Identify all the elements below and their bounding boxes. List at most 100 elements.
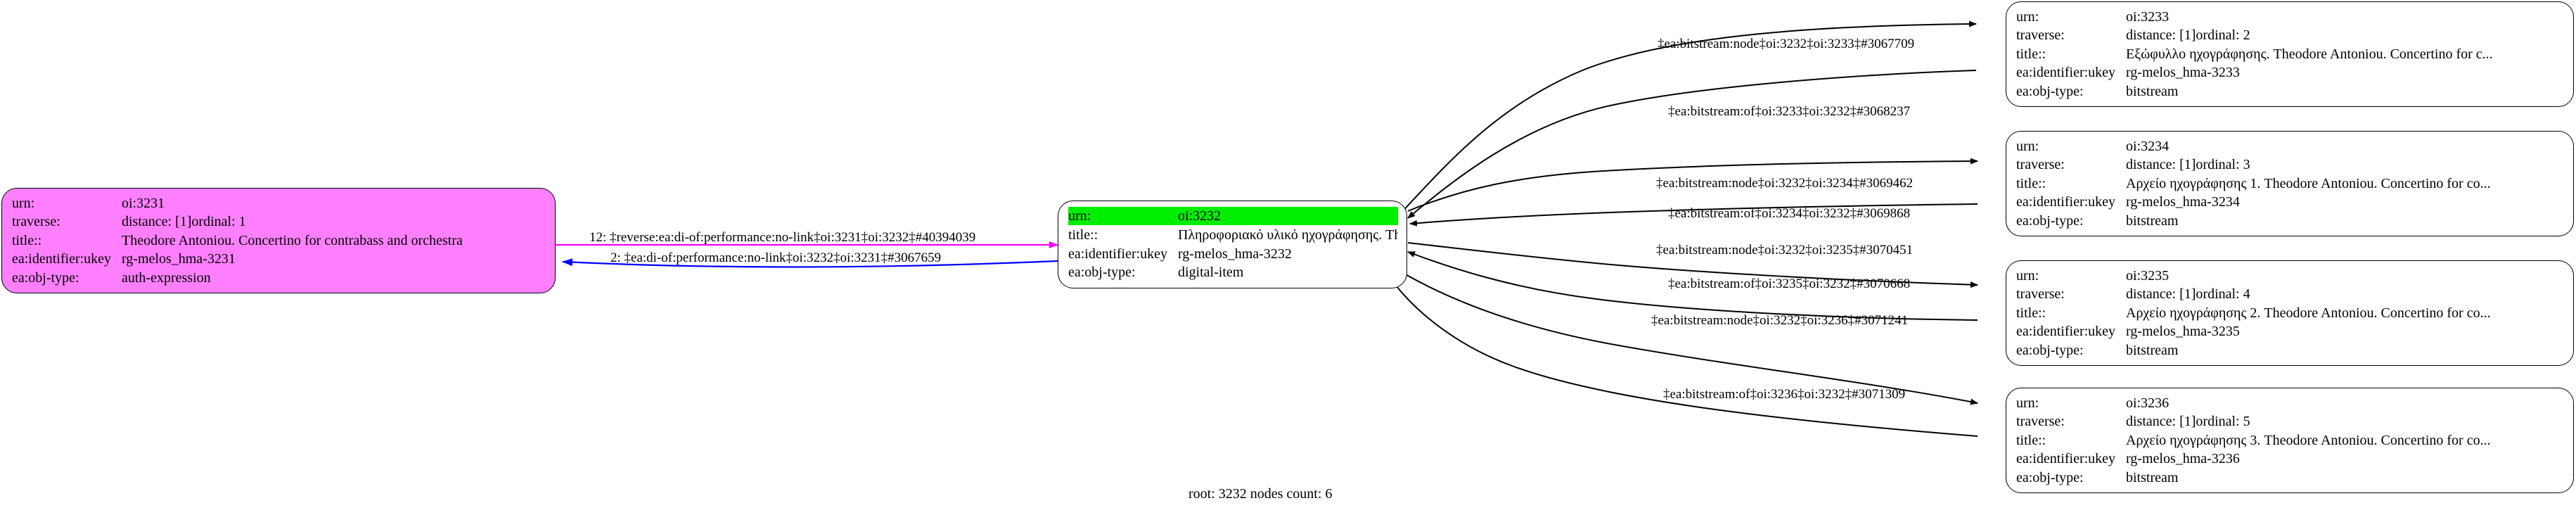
node-row-traverse: traverse: distance: [1]ordinal: 1 [12, 212, 546, 231]
edge-label-3232-3231: 2: ‡ea:di-of:performance:no-link‡oi:3232… [610, 250, 942, 265]
field-label-traverse: traverse: [12, 214, 60, 230]
node-row-identifier: ea:identifier:ukey rg-melos_hma-3235 [2016, 322, 2565, 341]
field-value-urn: oi:3236 [2126, 395, 2170, 411]
field-value-identifier: rg-melos_hma-3233 [2126, 65, 2240, 81]
field-value-title: Αρχείο ηχογράφησης 1. Theodore Antoniou.… [2126, 175, 2491, 191]
node-row-traverse: traverse: distance: [1]ordinal: 4 [2016, 285, 2565, 303]
node-row-urn: urn: oi:3231 [12, 194, 546, 212]
node-row-urn: urn: oi:3236 [2016, 394, 2565, 412]
field-label-objtype: ea:obj-type: [12, 269, 79, 286]
field-label-title: title:: [2016, 46, 2046, 62]
node-row-identifier: ea:identifier:ukey rg-melos_hma-3231 [12, 250, 546, 268]
node-row-objtype: ea:obj-type: digital-item [1068, 263, 1398, 281]
edge-label-3232-3236-node: ‡ea:bitstream:node‡oi:3232‡oi:3236‡#3071… [1651, 313, 1909, 328]
node-row-traverse: traverse: distance: [1]ordinal: 2 [2016, 26, 2565, 44]
traverse-distance: distance: [1] [2126, 157, 2196, 173]
edge-label-3232-3235-node: ‡ea:bitstream:node‡oi:3232‡oi:3235‡#3070… [1656, 243, 1914, 258]
field-label-traverse: traverse: [2016, 414, 2065, 430]
field-value-objtype: auth-expression [122, 269, 211, 286]
traverse-distance: distance: [1] [122, 214, 192, 230]
field-value-identifier: rg-melos_hma-3234 [2126, 194, 2240, 210]
field-value-objtype: digital-item [1178, 265, 1244, 281]
field-label-traverse: traverse: [2016, 157, 2065, 173]
edge-3232-3236-node [1402, 272, 1978, 405]
traverse-distance: distance: [1] [2126, 27, 2196, 44]
field-value-title: Πληροφοριακό υλικό ηχογράφησης. Theodore… [1178, 227, 1398, 243]
node-row-urn: urn: oi:3235 [2016, 267, 2565, 285]
node-row-title: title:: Πληροφοριακό υλικό ηχογράφησης. … [1068, 226, 1398, 244]
edge-label-3233-3232-of: ‡ea:bitstream:of‡oi:3233‡oi:3232‡#306823… [1668, 104, 1911, 119]
node-row-title: title:: Αρχείο ηχογράφησης 1. Theodore A… [2016, 174, 2565, 193]
field-label-identifier: ea:identifier:ukey [1068, 246, 1168, 262]
field-value-title: Εξώφυλλο ηχογράφησης. Theodore Antoniou.… [2126, 46, 2493, 62]
node-row-objtype: ea:obj-type: bitstream [2016, 469, 2565, 487]
node-row-traverse: traverse: distance: [1]ordinal: 3 [2016, 155, 2565, 174]
field-label-identifier: ea:identifier:ukey [2016, 194, 2116, 210]
field-value-traverse: distance: [1]ordinal: 4 [2126, 285, 2565, 303]
field-label-urn: urn: [2016, 395, 2039, 411]
node-row-objtype: ea:obj-type: bitstream [2016, 82, 2565, 101]
node-oi-3236[interactable]: urn: oi:3236 traverse: distance: [1]ordi… [2006, 388, 2574, 493]
edge-label-3234-3232-of: ‡ea:bitstream:of‡oi:3234‡oi:3232‡#306986… [1668, 206, 1911, 221]
node-row-objtype: ea:obj-type: auth-expression [12, 269, 546, 287]
field-value-urn: oi:3235 [2126, 268, 2170, 284]
field-label-objtype: ea:obj-type: [2016, 469, 2084, 485]
edge-label-3235-3232-of: ‡ea:bitstream:of‡oi:3235‡oi:3232‡#307066… [1668, 276, 1911, 291]
field-value-title: Αρχείο ηχογράφησης 3. Theodore Antoniou.… [2126, 432, 2491, 448]
node-row-objtype: ea:obj-type: bitstream [2016, 212, 2565, 230]
node-oi-3231[interactable]: urn: oi:3231 traverse: distance: [1]ordi… [1, 188, 556, 293]
edge-3233-3232-of [1407, 70, 1977, 219]
traverse-distance: distance: [1] [2126, 414, 2196, 430]
field-value-traverse: distance: [1]ordinal: 5 [2126, 412, 2565, 431]
traverse-ordinal: ordinal: 1 [191, 214, 246, 230]
edge-label-3232-3233-node: ‡ea:bitstream:node‡oi:3232‡oi:3233‡#3067… [1658, 37, 1915, 51]
field-value-objtype: bitstream [2126, 212, 2179, 229]
node-oi-3234[interactable]: urn: oi:3234 traverse: distance: [1]ordi… [2006, 131, 2574, 236]
field-label-title: title:: [1068, 227, 1098, 243]
field-label-identifier: ea:identifier:ukey [2016, 324, 2116, 340]
field-value-objtype: bitstream [2126, 469, 2179, 485]
field-label-identifier: ea:identifier:ukey [2016, 65, 2116, 81]
field-label-objtype: ea:obj-type: [2016, 342, 2084, 358]
field-label-traverse: traverse: [2016, 27, 2065, 44]
field-label-urn: urn: [2016, 139, 2039, 154]
field-label-urn: urn: [2016, 9, 2039, 25]
node-oi-3233[interactable]: urn: oi:3233 traverse: distance: [1]ordi… [2006, 1, 2574, 107]
node-oi-3232[interactable]: urn: oi:3232 title:: Πληροφοριακό υλικό … [1058, 201, 1407, 288]
field-value-traverse: distance: [1]ordinal: 2 [2126, 26, 2565, 44]
field-label-objtype: ea:obj-type: [1068, 265, 1136, 281]
field-value-traverse: distance: [1]ordinal: 1 [122, 212, 546, 231]
node-row-identifier: ea:identifier:ukey rg-melos_hma-3232 [1068, 245, 1398, 263]
node-row-identifier: ea:identifier:ukey rg-melos_hma-3236 [2016, 450, 2565, 468]
field-label-objtype: ea:obj-type: [2016, 83, 2084, 99]
field-value-identifier: rg-melos_hma-3236 [2126, 451, 2240, 467]
field-value-objtype: bitstream [2126, 83, 2179, 99]
field-label-urn: urn: [2016, 268, 2039, 284]
field-value-identifier: rg-melos_hma-3232 [1178, 246, 1292, 262]
field-label-objtype: ea:obj-type: [2016, 212, 2084, 229]
field-value-identifier: rg-melos_hma-3231 [122, 251, 236, 267]
field-label-identifier: ea:identifier:ukey [2016, 451, 2116, 467]
node-row-title: title:: Theodore Antoniou. Concertino fo… [12, 231, 546, 250]
field-label-title: title:: [12, 232, 42, 248]
traverse-ordinal: ordinal: 4 [2196, 286, 2250, 303]
field-value-urn: oi:3232 [1178, 207, 1398, 226]
node-row-objtype: ea:obj-type: bitstream [2016, 341, 2565, 360]
node-row-title: title:: Αρχείο ηχογράφησης 2. Theodore A… [2016, 304, 2565, 322]
field-label-title: title:: [2016, 432, 2046, 448]
traverse-ordinal: ordinal: 3 [2196, 157, 2250, 173]
edge-label-3232-3234-node: ‡ea:bitstream:node‡oi:3232‡oi:3234‡#3069… [1656, 176, 1914, 191]
traverse-distance: distance: [1] [2126, 286, 2196, 303]
node-row-urn: urn: oi:3232 [1068, 207, 1398, 226]
node-oi-3235[interactable]: urn: oi:3235 traverse: distance: [1]ordi… [2006, 260, 2574, 366]
field-label-traverse: traverse: [2016, 286, 2065, 303]
field-value-traverse: distance: [1]ordinal: 3 [2126, 155, 2565, 174]
node-row-title: title:: Εξώφυλλο ηχογράφησης. Theodore A… [2016, 45, 2565, 63]
node-row-identifier: ea:identifier:ukey rg-melos_hma-3233 [2016, 63, 2565, 82]
field-value-urn: oi:3234 [2126, 139, 2170, 154]
edge-label-3231-3232-reverse: 12: ‡reverse:ea:di-of:performance:no-lin… [589, 230, 976, 245]
field-value-title: Theodore Antoniou. Concertino for contra… [122, 232, 463, 248]
field-value-objtype: bitstream [2126, 342, 2179, 358]
node-row-title: title:: Αρχείο ηχογράφησης 3. Theodore A… [2016, 431, 2565, 450]
